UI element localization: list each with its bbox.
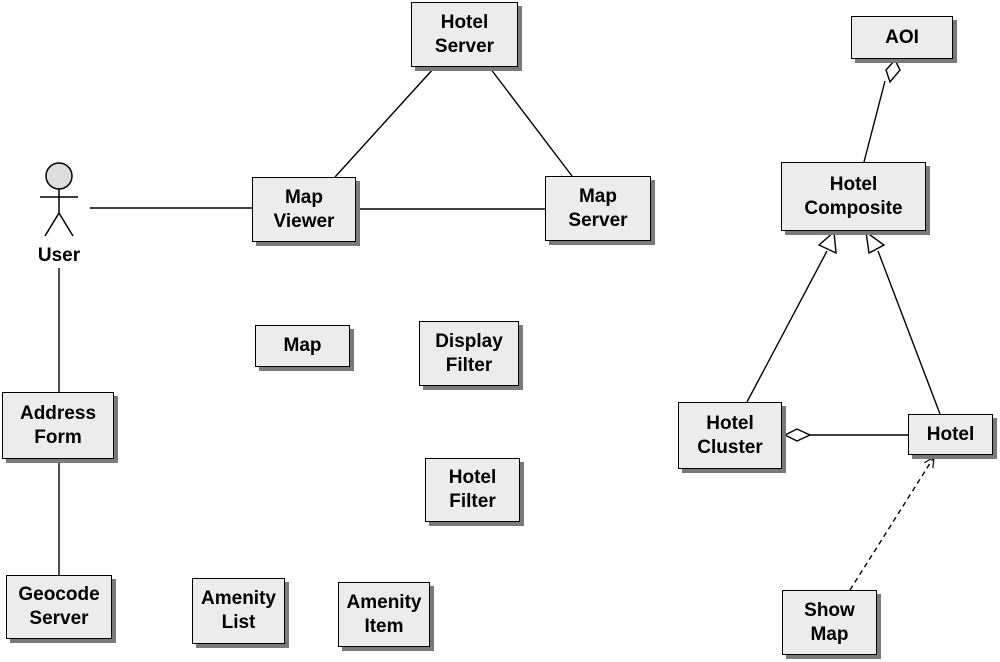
map-class: Map bbox=[255, 325, 350, 367]
assoc-hotelserver-mapviewer bbox=[334, 67, 435, 178]
hotel-server-class: Hotel Server bbox=[411, 2, 518, 67]
show-map-class: Show Map bbox=[782, 590, 877, 655]
user-actor-icon bbox=[40, 162, 78, 237]
amenity-list-class: Amenity List bbox=[192, 578, 285, 644]
generalization-triangle-right bbox=[865, 230, 886, 255]
address-form-class: Address Form bbox=[2, 392, 114, 459]
amenity-item-class: Amenity Item bbox=[338, 582, 430, 647]
geocode-server-class: Geocode Server bbox=[6, 575, 112, 639]
user-actor-label: User bbox=[37, 245, 81, 266]
hotel-cluster-class: Hotel Cluster bbox=[678, 402, 782, 469]
hotel-composite-class: Hotel Composite bbox=[781, 162, 926, 231]
hotel-filter-class: Hotel Filter bbox=[425, 458, 520, 522]
generalization-triangle-left bbox=[817, 230, 837, 255]
generalization-hotelcluster-line bbox=[746, 250, 828, 403]
hotel-class: Hotel bbox=[908, 414, 993, 455]
assoc-hotelserver-mapserver bbox=[489, 67, 573, 177]
aoi-class: AOI bbox=[851, 16, 953, 59]
aggregation-diamond-aoi bbox=[885, 58, 901, 84]
map-server-class: Map Server bbox=[545, 176, 651, 241]
aggregation-aoi-hotelcomposite bbox=[863, 80, 886, 163]
map-viewer-class: Map Viewer bbox=[252, 177, 356, 242]
generalization-hotel-line bbox=[877, 250, 941, 415]
aggregation-diamond-hotelcluster bbox=[783, 428, 812, 442]
dependency-showmap-hotel bbox=[849, 457, 934, 591]
display-filter-class: Display Filter bbox=[419, 321, 519, 386]
